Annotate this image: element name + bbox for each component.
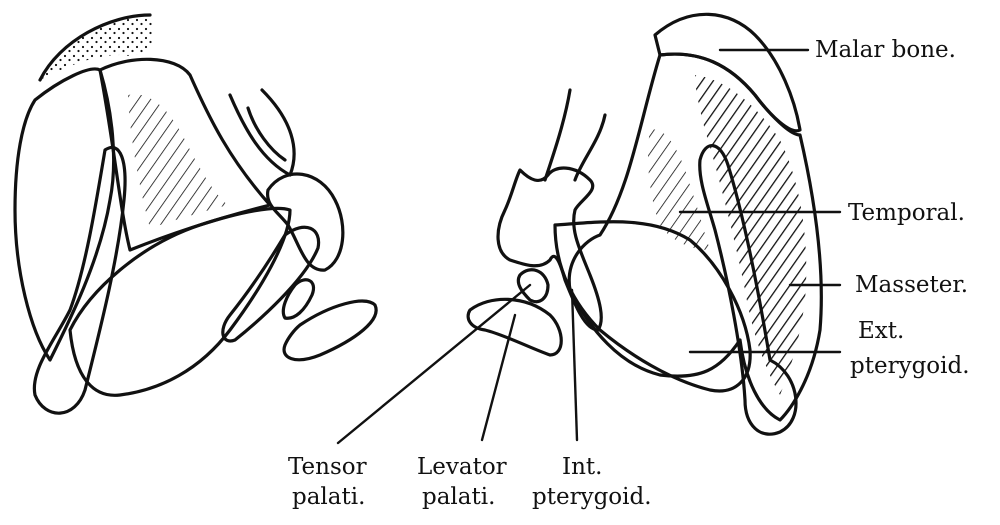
left-pterygoid-plate xyxy=(228,88,296,177)
label-levator-palati-line1: Levator xyxy=(417,454,507,480)
label-int-pterygoid-line1: Int. xyxy=(562,454,602,480)
leader-lines xyxy=(336,48,842,445)
right-tensor xyxy=(466,297,563,357)
label-temporal: Temporal. xyxy=(848,200,965,226)
left-temporal-muscle xyxy=(13,67,116,362)
right-dotted-strip xyxy=(698,144,798,436)
label-masseter: Masseter. xyxy=(855,272,968,298)
leader-levator-palati xyxy=(480,313,517,442)
label-ext-pterygoid-line1: Ext. xyxy=(858,318,904,344)
label-malar-bone: Malar bone. xyxy=(815,37,956,63)
leader-tensor-palati xyxy=(336,283,532,445)
left-malar-bone xyxy=(40,15,154,80)
label-int-pterygoid-line2: pterygoid. xyxy=(532,484,652,510)
left-tensor xyxy=(282,299,378,362)
label-levator-palati-line2: palati. xyxy=(422,484,495,510)
right-pterygoid-process xyxy=(496,166,603,332)
label-tensor-palati-line2: palati. xyxy=(292,484,365,510)
left-ext-pterygoid xyxy=(68,206,292,397)
left-section xyxy=(13,13,378,415)
label-ext-pterygoid-line2: pterygoid. xyxy=(850,353,970,379)
labels: Malar bone. Temporal. Masseter. Ext. pte… xyxy=(288,37,970,510)
right-section xyxy=(466,12,823,436)
right-levator xyxy=(516,268,550,304)
left-dotted-process xyxy=(265,172,345,272)
left-upper-region xyxy=(98,57,272,252)
leader-int-pterygoid xyxy=(570,288,579,442)
left-levator xyxy=(281,278,316,320)
left-int-pterygoid xyxy=(221,225,321,343)
left-dotted-strip xyxy=(32,146,127,415)
right-main-bone xyxy=(567,52,823,422)
label-tensor-palati-line1: Tensor xyxy=(288,454,367,480)
